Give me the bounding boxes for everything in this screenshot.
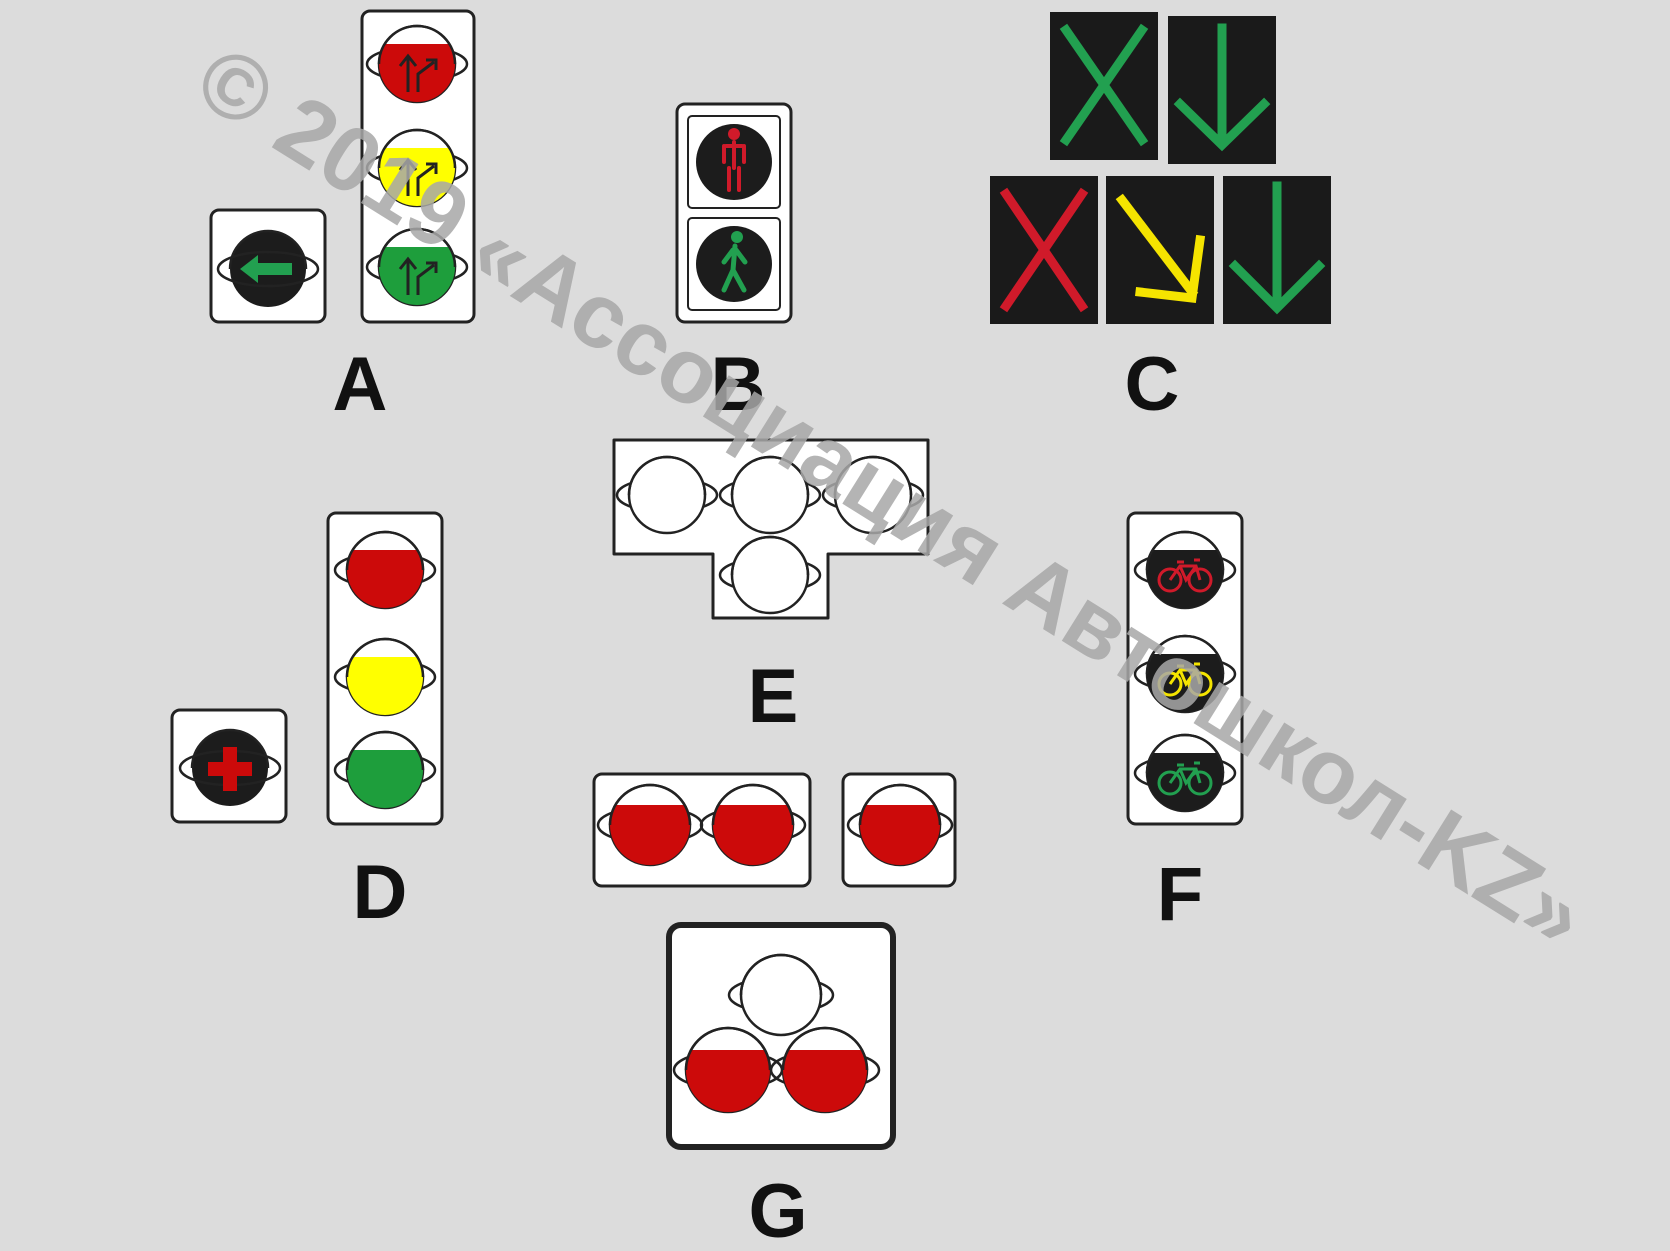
signal-group-d: D [170,511,444,935]
signal-group-a: A [209,9,476,427]
cross-x-icon [1059,23,1149,147]
cross-x-icon [999,187,1089,313]
signal-group-e: E [612,438,930,739]
lamp-a-yellow [365,128,469,208]
lamp-g-3 [846,783,954,867]
lamp-g-4 [672,1026,784,1114]
bicycle-icon [1157,761,1213,796]
lamp-d-green [333,730,437,810]
lamp-e-1 [615,455,719,535]
down-arrow-icon [1228,181,1326,315]
straight-left-arrow-icon [398,256,438,295]
label-d: D [353,850,408,935]
lamp-f-yellow [1133,634,1237,714]
bicycle-icon [1157,558,1213,593]
label-c: C [1125,342,1180,427]
lamp-g-top [727,953,835,1037]
lamp-g-2 [699,783,807,867]
signal-group-c: C [990,12,1331,427]
down-arrow-icon [1173,23,1271,152]
lamp-a-green [365,227,469,307]
left-arrow-icon [216,229,320,307]
label-g: G [748,1169,807,1251]
label-a: A [333,342,388,427]
lamp-d-red [333,530,437,610]
signal-group-f: F [1126,511,1244,937]
label-b: B [711,342,766,427]
label-f: F [1157,852,1203,937]
signal-group-b: B [675,102,793,427]
lamp-g-1 [596,783,704,867]
lamp-e-2 [718,455,822,535]
signal-group-g: G [592,772,957,1251]
lamp-a-red [365,24,469,104]
pedestrian-walking-icon [721,231,748,293]
pedestrian-standing-icon [722,128,746,192]
lamp-e-3 [821,455,925,535]
bicycle-icon [1157,662,1213,697]
straight-left-arrow-icon [398,53,438,92]
diagonal-arrow-icon [1115,193,1206,303]
lamp-f-red [1133,530,1237,610]
lamp-e-4 [718,535,822,615]
lamp-g-5 [769,1026,881,1114]
straight-left-arrow-icon [398,157,438,196]
lamp-d-yellow [333,637,437,717]
plus-cross-icon [178,728,282,806]
lamp-f-green [1133,733,1237,813]
label-e: E [748,654,799,739]
